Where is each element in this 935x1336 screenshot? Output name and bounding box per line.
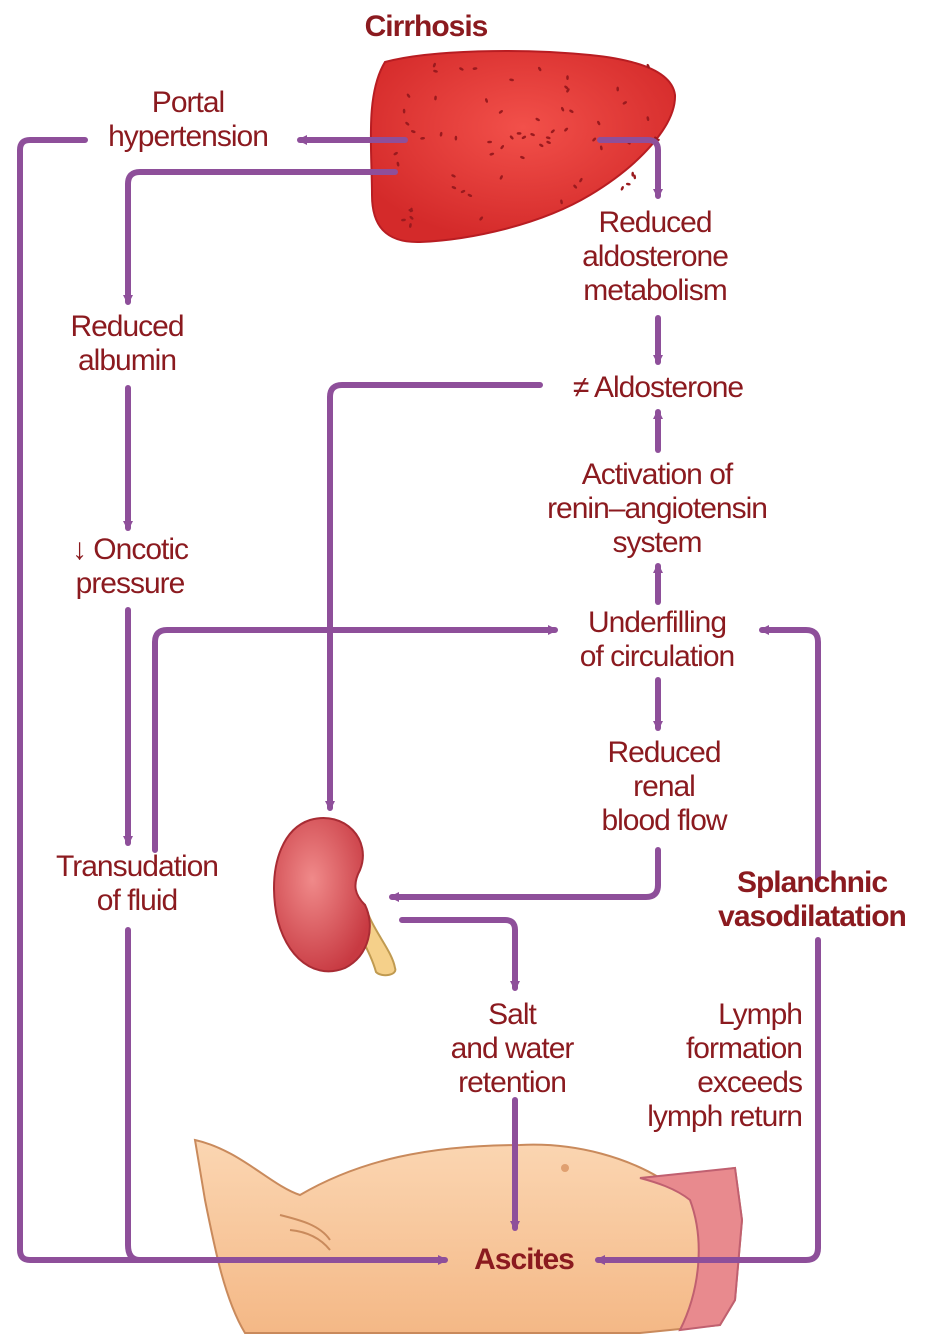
transudation-line-2: of fluid bbox=[56, 884, 218, 918]
reduced-renal-blood-flow-line-3: blood flow bbox=[601, 804, 726, 838]
salt-water-retention-label: Salt and water retention bbox=[451, 998, 574, 1100]
aldosterone-label: ≠ Aldosterone bbox=[573, 371, 743, 405]
arrow-splanchnic-to-underfilling bbox=[762, 630, 818, 880]
splanchnic-vasodilatation-label: Splanchnic vasodilatation bbox=[718, 866, 906, 934]
reduced-aldosterone-metabolism-line-3: metabolism bbox=[582, 274, 728, 308]
ascites-text: Ascites bbox=[474, 1243, 574, 1277]
lymph-formation-label: Lymph formation exceeds lymph return bbox=[647, 998, 802, 1134]
renin-angiotensin-line-3: system bbox=[547, 526, 767, 560]
arrow-portal-to-ascites bbox=[20, 140, 445, 1260]
lymph-formation-line-4: lymph return bbox=[647, 1100, 802, 1134]
reduced-aldosterone-metabolism-line-2: aldosterone bbox=[582, 240, 728, 274]
lymph-formation-line-3: exceeds bbox=[647, 1066, 802, 1100]
renin-angiotensin-line-2: renin–angiotensin bbox=[547, 492, 767, 526]
arrow-aldosterone-to-kidney bbox=[330, 385, 540, 808]
oncotic-pressure-line-2: pressure bbox=[72, 567, 188, 601]
reduced-aldosterone-metabolism-label: Reduced aldosterone metabolism bbox=[582, 206, 728, 308]
splanchnic-vasodilatation-line-2: vasodilatation bbox=[718, 900, 906, 934]
salt-water-retention-line-2: and water bbox=[451, 1032, 574, 1066]
arrow-kidney-to-salt-retention bbox=[402, 920, 515, 988]
underfilling-line-1: Underfilling bbox=[580, 606, 734, 640]
kidney-illustration bbox=[274, 818, 395, 975]
portal-hypertension-label: Portal hypertension bbox=[108, 86, 268, 154]
reduced-renal-blood-flow-label: Reduced renal blood flow bbox=[601, 736, 726, 838]
salt-water-retention-line-3: retention bbox=[451, 1066, 574, 1100]
reduced-albumin-label: Reduced albumin bbox=[70, 310, 183, 378]
salt-water-retention-line-1: Salt bbox=[451, 998, 574, 1032]
arrow-transudation-to-underfilling bbox=[155, 630, 555, 850]
reduced-aldosterone-metabolism-line-1: Reduced bbox=[582, 206, 728, 240]
lymph-formation-line-2: formation bbox=[647, 1032, 802, 1066]
lymph-formation-line-1: Lymph bbox=[647, 998, 802, 1032]
oncotic-pressure-label: ↓ Oncotic pressure bbox=[72, 533, 188, 601]
reduced-renal-blood-flow-line-2: renal bbox=[601, 770, 726, 804]
cirrhosis-label: Cirrhosis bbox=[365, 10, 488, 44]
cirrhosis-text: Cirrhosis bbox=[365, 10, 488, 44]
transudation-label: Transudation of fluid bbox=[56, 850, 218, 918]
reduced-albumin-line-2: albumin bbox=[70, 344, 183, 378]
reduced-albumin-line-1: Reduced bbox=[70, 310, 183, 344]
abdomen-illustration bbox=[195, 1140, 742, 1333]
portal-hypertension-line-2: hypertension bbox=[108, 120, 268, 154]
arrow-liver-to-albumin bbox=[128, 172, 395, 302]
arrow-transudation-to-ascites bbox=[128, 930, 140, 1260]
underfilling-label: Underfilling of circulation bbox=[580, 606, 734, 674]
renin-angiotensin-label: Activation of renin–angiotensin system bbox=[547, 458, 767, 560]
oncotic-pressure-line-1: ↓ Oncotic bbox=[72, 533, 188, 567]
aldosterone-text: ≠ Aldosterone bbox=[573, 371, 743, 405]
reduced-renal-blood-flow-line-1: Reduced bbox=[601, 736, 726, 770]
ascites-label: Ascites bbox=[474, 1243, 574, 1277]
underfilling-line-2: of circulation bbox=[580, 640, 734, 674]
renin-angiotensin-line-1: Activation of bbox=[547, 458, 767, 492]
splanchnic-vasodilatation-line-1: Splanchnic bbox=[718, 866, 906, 900]
arrow-renal-flow-to-kidney bbox=[392, 850, 658, 897]
transudation-line-1: Transudation bbox=[56, 850, 218, 884]
portal-hypertension-line-1: Portal bbox=[108, 86, 268, 120]
